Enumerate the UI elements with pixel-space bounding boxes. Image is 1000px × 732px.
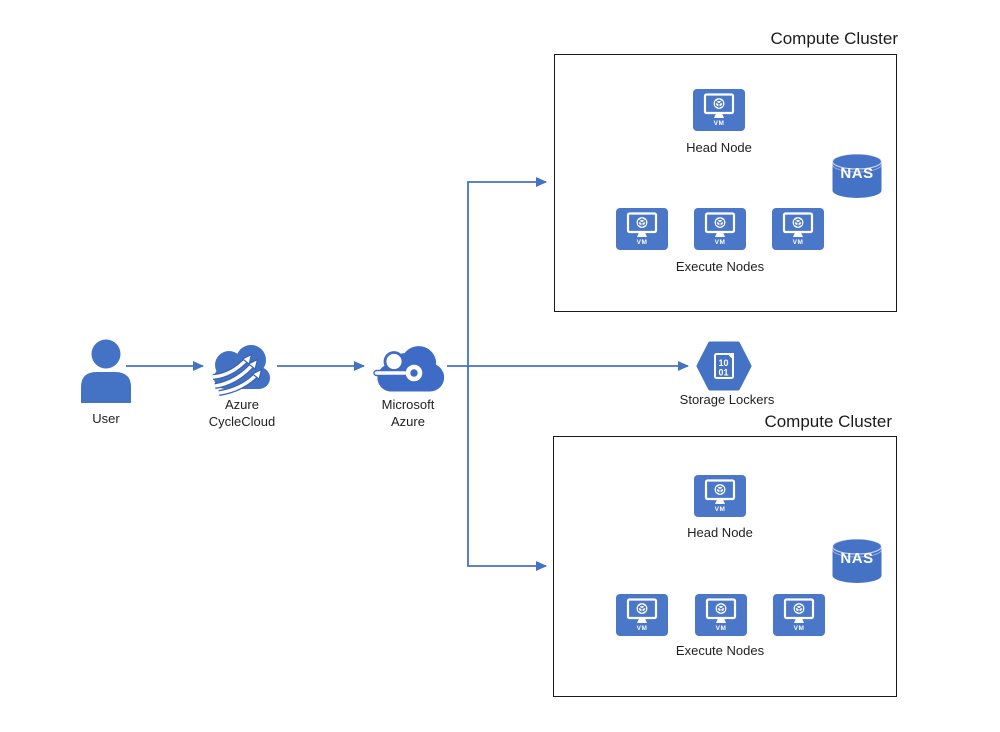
nas-icon xyxy=(831,538,883,583)
execute-nodes-label-bottom: Execute Nodes xyxy=(675,643,765,658)
vm-icon-head-node-bottom: VM xyxy=(694,475,746,517)
vm-icon-execute-node: VM xyxy=(773,594,825,636)
vm-label: VM xyxy=(636,625,648,632)
compute-cluster-box-top xyxy=(554,54,897,312)
azure-label-line1: Microsoft xyxy=(381,397,435,412)
vm-label: VM xyxy=(715,625,727,632)
execute-nodes-label-top: Execute Nodes xyxy=(675,259,765,274)
vm-label: VM xyxy=(714,506,726,513)
monitor-icon xyxy=(704,479,736,504)
compute-cluster-box-bottom xyxy=(553,436,897,697)
vm-icon-execute-node: VM xyxy=(694,208,746,250)
vm-label: VM xyxy=(792,239,804,246)
vm-icon-execute-node: VM xyxy=(772,208,824,250)
nas-label: NAS xyxy=(840,550,874,567)
vm-label: VM xyxy=(793,625,805,632)
cyclecloud-label-line1: Azure xyxy=(225,397,259,412)
storage-label: Storage Lockers xyxy=(679,392,775,407)
cluster-title-top: Compute Cluster xyxy=(770,29,898,48)
azure-node xyxy=(373,345,449,393)
vm-label: VM xyxy=(636,239,648,246)
nas-node-bottom: NAS xyxy=(831,537,883,585)
storage-doc-line1: 10 xyxy=(718,358,728,368)
cyclecloud-node xyxy=(208,341,276,396)
monitor-icon xyxy=(704,212,736,237)
head-node-label-bottom: Head Node xyxy=(687,525,753,540)
vm-icon-head-node-top: VM xyxy=(693,89,745,131)
monitor-icon xyxy=(783,598,815,623)
monitor-icon xyxy=(703,93,735,118)
nas-node-top: NAS xyxy=(831,152,883,200)
storage-doc-line2: 01 xyxy=(718,368,728,378)
cluster-title-bottom: Compute Cluster xyxy=(764,412,892,431)
vm-label: VM xyxy=(714,239,726,246)
nas-label: NAS xyxy=(840,165,874,182)
monitor-icon xyxy=(626,212,658,237)
monitor-icon xyxy=(705,598,737,623)
azure-cyclecloud-icon xyxy=(212,345,270,396)
nas-icon xyxy=(831,153,883,198)
user-label: User xyxy=(92,411,120,426)
azure-label-line2: Azure xyxy=(391,414,425,429)
vm-label: VM xyxy=(713,120,725,127)
head-node-label-top: Head Node xyxy=(686,140,752,155)
microsoft-azure-icon xyxy=(373,346,445,392)
storage-lockers-icon: 10 01 xyxy=(696,341,752,391)
user-node xyxy=(79,339,133,403)
vm-icon-execute-node: VM xyxy=(616,208,668,250)
monitor-icon xyxy=(782,212,814,237)
cyclecloud-label-line2: CycleCloud xyxy=(208,414,276,429)
monitor-icon xyxy=(626,598,658,623)
vm-icon-execute-node: VM xyxy=(695,594,747,636)
vm-icon-execute-node: VM xyxy=(616,594,668,636)
user-icon xyxy=(81,339,131,403)
storage-node: 10 01 xyxy=(696,341,752,391)
